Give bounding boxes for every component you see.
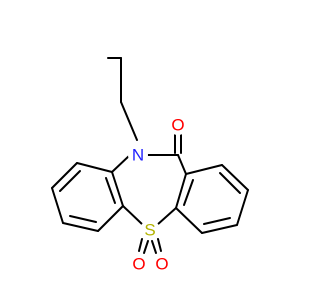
sulfonyl-oxygen-left-label-background	[130, 255, 148, 273]
sulfonyl-oxygen-right-label: O	[155, 255, 168, 274]
bond-right-ring-double-3	[183, 179, 194, 206]
bond-right-ring-5	[175, 207, 203, 234]
bond-left-ring-double-2	[69, 215, 97, 223]
molecule-structure: N O S O O	[51, 57, 249, 274]
nitrogen-label: N	[132, 146, 144, 165]
bond-right-ring-double-2	[203, 217, 231, 225]
nitrogen-label-background	[128, 145, 148, 165]
bond-right-ring-4	[201, 224, 238, 234]
bond-left-ring-4	[62, 222, 99, 232]
molecule-canvas: N O S O O	[51, 57, 249, 274]
bond-n-left-ring	[111, 154, 131, 173]
bond-sulfur-oxygen-right-b	[157, 238, 162, 252]
bond-left-ring-double-1	[59, 170, 81, 192]
bond-right-ring-double-1	[219, 172, 241, 194]
bond-sulfur-oxygen-left-b	[143, 240, 149, 254]
bond-right-ring-2	[221, 164, 249, 191]
carbonyl-oxygen-label: O	[171, 116, 184, 135]
sulfonyl-oxygen-right-label-background	[153, 255, 171, 273]
bond-left-ring-1	[76, 162, 113, 173]
bond-left-ring-sulfur	[122, 205, 144, 226]
carbonyl-oxygen-label-background	[168, 115, 188, 135]
bond-right-ring-1	[185, 164, 223, 175]
bond-left-ring-3	[51, 187, 64, 224]
bond-right-ring-6	[175, 173, 187, 209]
bond-left-ring-double-3	[105, 177, 116, 204]
bond-left-ring-6	[111, 171, 124, 207]
bond-left-ring-2	[51, 162, 78, 189]
bond-right-ring-sulfur	[156, 207, 177, 226]
sulfur-label-background	[140, 220, 160, 240]
bond-sulfur-oxygen-right-a	[151, 240, 157, 254]
sulfur-label: S	[144, 221, 155, 240]
bond-sulfur-oxygen-left-a	[138, 238, 143, 252]
sulfonyl-oxygen-left-label: O	[132, 255, 145, 274]
bond-propyl-3	[120, 101, 138, 141]
bond-right-ring-3	[236, 189, 249, 226]
bond-left-ring-5	[97, 205, 124, 232]
bond-carbonyl-carbon-ring	[177, 154, 187, 175]
